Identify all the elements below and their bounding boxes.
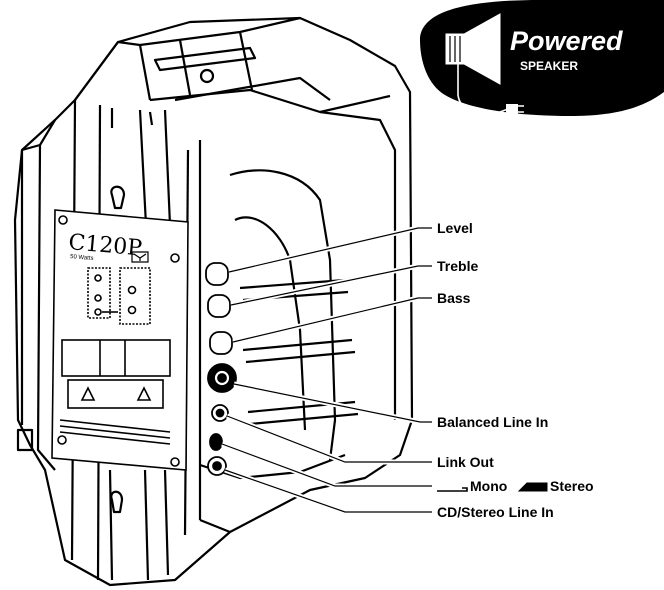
label-mono: Mono [470,478,507,494]
label-cd-stereo-line-in: CD/Stereo Line In [437,504,554,520]
brand-logo-icon [131,251,149,263]
label-stereo: Stereo [550,478,594,494]
screw-icon [58,215,68,225]
screw-icon [170,457,180,467]
power-rating: 50 Watts [70,254,94,262]
screw-icon [57,435,67,445]
badge-title: Powered [510,26,623,56]
powered-speaker-badge: Powered SPEAKER [420,0,664,116]
bass-knob [209,331,233,355]
leader-lines [221,225,432,515]
power-cord-icon [457,64,509,115]
label-level: Level [437,220,473,236]
label-balanced-line-in: Balanced Line In [437,414,548,430]
controls [205,262,237,476]
mono-stereo-switch [209,433,223,451]
label-link-out: Link Out [437,454,494,470]
screw-icon [170,253,180,263]
rear-panel [51,209,189,471]
level-knob [205,262,229,286]
treble-knob [207,294,231,318]
stereo-switch-icon [517,482,548,492]
label-bass: Bass [437,290,471,306]
badge-subtitle: SPEAKER [520,59,578,73]
mono-switch-icon [437,487,468,492]
speaker-icon [445,13,501,85]
label-treble: Treble [437,258,478,274]
